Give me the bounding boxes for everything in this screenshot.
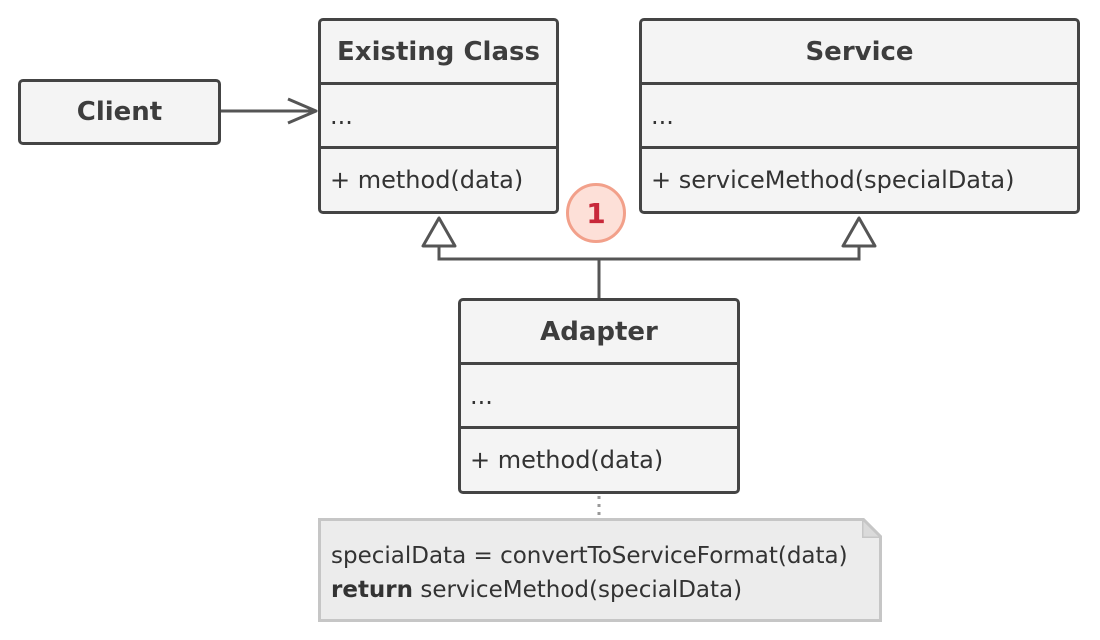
client-label: Client	[76, 97, 163, 127]
note-line-2: return serviceMethod(specialData)	[331, 573, 869, 607]
association-arrowhead-icon	[287, 97, 318, 125]
service-name: Service	[805, 36, 914, 67]
code-note: specialData = convertToServiceFormat(dat…	[318, 518, 882, 622]
service-methods: + serviceMethod(specialData)	[642, 146, 1077, 211]
adapter-box: Adapter ... + method(data)	[458, 298, 740, 494]
existing-class-fields: ...	[321, 82, 556, 146]
service-box: Service ... + serviceMethod(specialData)	[639, 18, 1080, 214]
adapter-methods: + method(data)	[461, 426, 737, 491]
existing-class-name: Existing Class	[337, 36, 540, 67]
adapter-name: Adapter	[540, 316, 658, 347]
step-badge: 1	[566, 183, 626, 243]
service-fields: ...	[642, 82, 1077, 146]
note-return-keyword: return	[331, 577, 414, 603]
step-badge-number: 1	[586, 196, 606, 230]
note-line-1: specialData = convertToServiceFormat(dat…	[331, 543, 848, 569]
existing-class-box: Existing Class ... + method(data)	[318, 18, 559, 214]
inheritance-bus-line	[437, 246, 861, 261]
client-box: Client	[18, 79, 221, 145]
note-line-2-rest: serviceMethod(specialData)	[413, 577, 743, 603]
existing-class-methods: + method(data)	[321, 146, 556, 211]
inheritance-triangle-existing-icon	[421, 216, 457, 248]
adapter-fields: ...	[461, 362, 737, 426]
inheritance-triangle-service-icon	[841, 216, 877, 248]
note-fold-corner-icon	[862, 518, 882, 538]
